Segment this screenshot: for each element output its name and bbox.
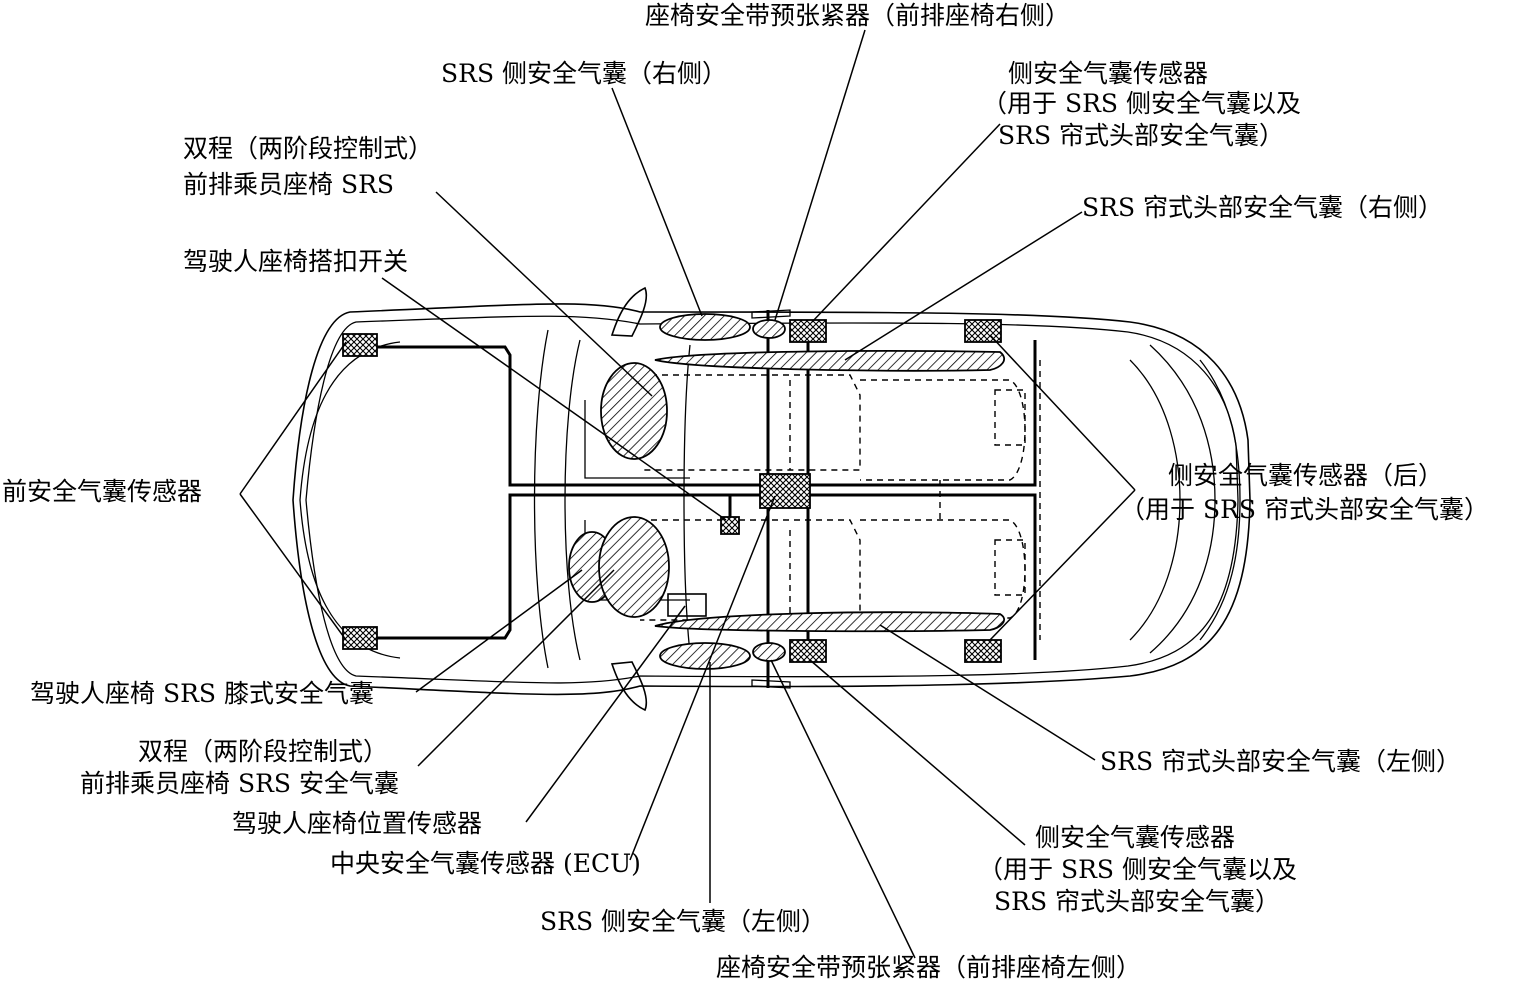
label-side-sensor-front-right-line2: （用于 SRS 侧安全气囊以及 [982, 89, 1301, 118]
label-front-airbag-sensor: 前安全气囊传感器 [2, 477, 202, 506]
pretensioner-right [753, 320, 785, 338]
passenger-front-airbag [601, 363, 667, 459]
driver-buckle-switch [721, 517, 739, 534]
label-side-airbag-left: SRS 侧安全气囊（左侧） [540, 907, 826, 936]
label-curtain-airbag-left: SRS 帘式头部安全气囊（左侧） [1100, 747, 1461, 776]
center-airbag-sensor-ecu [760, 474, 810, 508]
label-side-sensor-rear-line2: （用于 SRS 帘式头部安全气囊） [1120, 495, 1489, 524]
label-dual-stage-passenger-srs-line2: 前排乘员座椅 SRS [183, 170, 394, 199]
label-side-sensor-front-left-line3: SRS 帘式头部安全气囊） [994, 887, 1280, 916]
label-driver-buckle-switch: 驾驶人座椅搭扣开关 [183, 247, 408, 276]
callout-labels: 座椅安全带预张紧器（前排座椅右侧） SRS 侧安全气囊（右侧） 侧安全气囊传感器… [2, 1, 1489, 982]
label-side-sensor-rear-line1: 侧安全气囊传感器（后） [1168, 461, 1443, 490]
label-side-sensor-front-right-line1: 侧安全气囊传感器 [1008, 59, 1208, 88]
label-side-sensor-front-right-line3: SRS 帘式头部安全气囊） [998, 121, 1284, 150]
label-center-airbag-sensor: 中央安全气囊传感器 (ECU) [330, 849, 641, 878]
seat-outlines [640, 360, 1040, 640]
label-side-airbag-right: SRS 侧安全气囊（右侧） [441, 59, 727, 88]
front-airbag-sensor-left [343, 627, 377, 649]
driver-front-airbag [599, 517, 669, 617]
side-sensor-rear-left [965, 640, 1001, 662]
front-airbag-sensor-right [343, 334, 377, 356]
label-dual-stage-passenger-airbag-line2: 前排乘员座椅 SRS 安全气囊 [80, 769, 399, 798]
label-pretensioner-right: 座椅安全带预张紧器（前排座椅右侧） [645, 1, 1070, 30]
label-curtain-airbag-right: SRS 帘式头部安全气囊（右侧） [1082, 193, 1443, 222]
pretensioner-left [753, 643, 785, 661]
side-sensor-rear-right [965, 320, 1001, 342]
label-driver-seat-position-sensor: 驾驶人座椅位置传感器 [232, 809, 482, 838]
label-side-sensor-front-left-line2: （用于 SRS 侧安全气囊以及 [978, 855, 1297, 884]
label-driver-knee-airbag: 驾驶人座椅 SRS 膝式安全气囊 [30, 679, 374, 708]
label-side-sensor-front-left-line1: 侧安全气囊传感器 [1035, 823, 1235, 852]
curtain-airbag-left [655, 612, 1004, 631]
curtain-airbag-right [655, 351, 1004, 371]
side-sensor-front-right [790, 320, 826, 342]
side-airbag-left [660, 643, 750, 669]
side-airbag-right [660, 314, 750, 340]
label-dual-stage-passenger-airbag-line1: 双程（两阶段控制式） [138, 737, 388, 766]
side-sensor-front-left [790, 640, 826, 662]
label-dual-stage-passenger-srs-line1: 双程（两阶段控制式） [183, 134, 433, 163]
label-pretensioner-left: 座椅安全带预张紧器（前排座椅左侧） [716, 953, 1141, 982]
